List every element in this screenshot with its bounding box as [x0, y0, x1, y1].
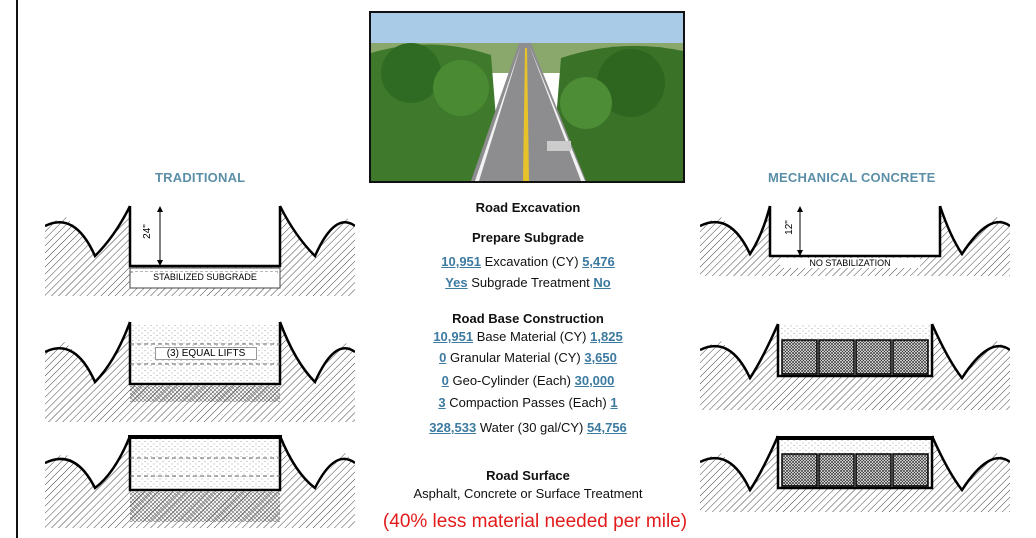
- granular-material-label: Granular Material (CY): [449, 350, 581, 365]
- traditional-base-diagram: [44, 312, 356, 427]
- mc-surface-diagram: [699, 432, 1011, 517]
- granular-material-mc-value[interactable]: 3,650: [584, 350, 617, 365]
- water-traditional-value[interactable]: 328,533: [429, 420, 477, 435]
- road-base-heading: Road Base Construction: [452, 311, 604, 326]
- road-surface-heading: Road Surface: [486, 468, 570, 483]
- base-material-traditional-value[interactable]: 10,951: [433, 329, 474, 344]
- base-material-row: 10,951 Base Material (CY) 1,825: [360, 329, 696, 344]
- subgrade-treatment-row: Yes Subgrade Treatment No: [360, 275, 696, 290]
- mc-excavation-diagram: [699, 196, 1011, 281]
- granular-material-row: 0 Granular Material (CY) 3,650: [360, 350, 696, 365]
- subgrade-treatment-label: Subgrade Treatment: [471, 275, 590, 290]
- prepare-subgrade-heading: Prepare Subgrade: [472, 230, 584, 245]
- granular-material-traditional-value[interactable]: 0: [439, 350, 447, 365]
- traditional-excavation-diagram: [44, 196, 356, 301]
- base-material-label: Base Material (CY): [476, 329, 587, 344]
- traditional-surface-diagram: [44, 428, 356, 533]
- water-row: 328,533 Water (30 gal/CY) 54,756: [360, 420, 696, 435]
- subgrade-treatment-mc-value[interactable]: No: [593, 275, 611, 290]
- no-stabilization-label: NO STABILIZATION: [780, 258, 920, 268]
- excavation-traditional-value[interactable]: 10,951: [441, 254, 482, 269]
- base-material-mc-value[interactable]: 1,825: [590, 329, 623, 344]
- water-mc-value[interactable]: 54,756: [587, 420, 627, 435]
- compaction-passes-traditional-value[interactable]: 3: [438, 395, 446, 410]
- excavation-row: 10,951 Excavation (CY) 5,476: [360, 254, 696, 269]
- geo-cylinder-traditional-value[interactable]: 0: [441, 373, 449, 388]
- road-surface-description: Asphalt, Concrete or Surface Treatment: [413, 486, 643, 501]
- stabilized-subgrade-label: STABILIZED SUBGRADE: [133, 272, 277, 282]
- geo-cylinder-row: 0 Geo-Cylinder (Each) 30,000: [360, 373, 696, 388]
- compaction-passes-label: Compaction Passes (Each): [449, 395, 607, 410]
- right-depth-text: 12": [783, 220, 795, 235]
- mc-base-diagram: [699, 320, 1011, 415]
- geo-cylinder-mc-value[interactable]: 30,000: [574, 373, 615, 388]
- traditional-title: TRADITIONAL: [155, 170, 246, 185]
- vertical-divider: [16, 0, 18, 538]
- compaction-passes-row: 3 Compaction Passes (Each) 1: [360, 395, 696, 410]
- left-depth-text: 24": [141, 224, 153, 239]
- excavation-mc-value[interactable]: 5,476: [582, 254, 615, 269]
- water-label: Water (30 gal/CY): [479, 420, 584, 435]
- compaction-passes-mc-value[interactable]: 1: [610, 395, 618, 410]
- equal-lifts-label: (3) EQUAL LIFTS: [155, 347, 257, 360]
- road-photo: [369, 11, 685, 183]
- excavation-label: Excavation (CY): [484, 254, 579, 269]
- geo-cylinder-label: Geo-Cylinder (Each): [452, 373, 571, 388]
- mechanical-concrete-title: MECHANICAL CONCRETE: [768, 170, 936, 185]
- road-excavation-heading: Road Excavation: [475, 200, 581, 215]
- material-savings-note: (40% less material needed per mile): [382, 511, 688, 532]
- subgrade-treatment-traditional-value[interactable]: Yes: [445, 275, 468, 290]
